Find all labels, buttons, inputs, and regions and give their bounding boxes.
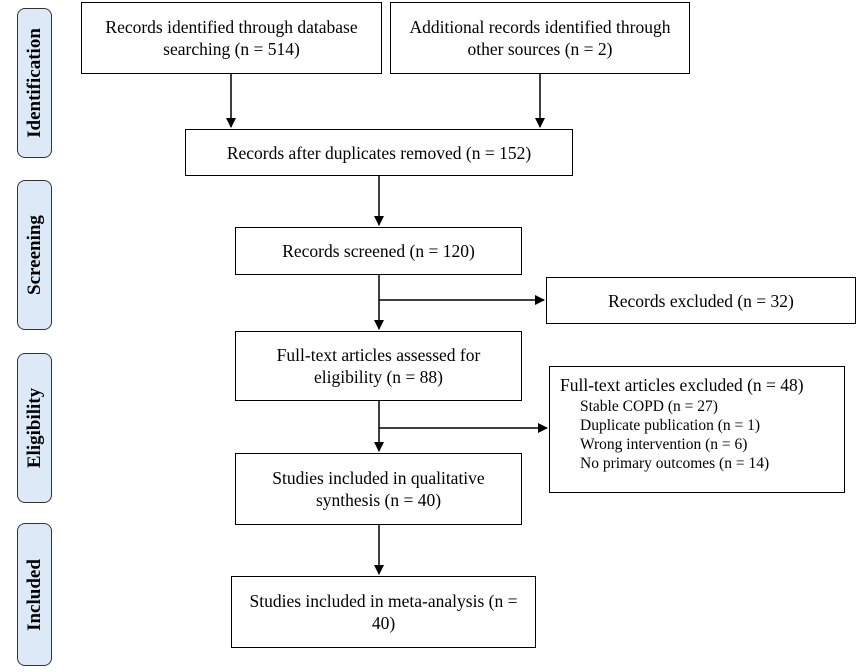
box-database-records-text: Records identified through database sear… [105, 17, 358, 59]
stage-eligibility-label: Eligibility [23, 387, 45, 469]
box-other-sources-text: Additional records identified through ot… [409, 17, 671, 59]
box-meta-analysis-text: Studies included in meta-analysis (n = 4… [249, 591, 518, 633]
exclusion-reason: No primary outcomes (n = 14) [580, 455, 770, 472]
box-records-screened: Records screened (n = 120) [235, 227, 522, 275]
box-qualitative-synthesis-text: Studies included in qualitative synthesi… [272, 468, 485, 510]
box-after-duplicates-text: Records after duplicates removed (n = 15… [226, 142, 532, 163]
box-records-excluded-text: Records excluded (n = 32) [608, 290, 794, 311]
box-fulltext-assessed-text: Full-text articles assessed for eligibil… [276, 345, 481, 387]
box-records-excluded: Records excluded (n = 32) [546, 277, 856, 324]
stage-included: Included [17, 523, 52, 666]
exclusion-reason: Wrong intervention (n = 6) [580, 436, 748, 453]
box-meta-analysis: Studies included in meta-analysis (n = 4… [231, 576, 536, 648]
exclusion-reason: Stable COPD (n = 27) [580, 398, 718, 415]
stage-identification: Identification [17, 8, 52, 158]
stage-identification-label: Identification [23, 28, 45, 138]
box-after-duplicates: Records after duplicates removed (n = 15… [185, 129, 573, 176]
stage-included-label: Included [23, 558, 45, 631]
box-qualitative-synthesis: Studies included in qualitative synthesi… [235, 453, 522, 525]
fulltext-excluded-heading: Full-text articles excluded (n = 48) [560, 375, 804, 395]
box-records-screened-text: Records screened (n = 120) [282, 241, 475, 261]
exclusion-reason: Duplicate publication (n = 1) [580, 417, 761, 434]
box-database-records: Records identified through database sear… [81, 2, 382, 74]
box-other-sources: Additional records identified through ot… [390, 2, 690, 74]
exclusion-reasons-list: Stable COPD (n = 27) Duplicate publicati… [560, 397, 834, 473]
box-fulltext-assessed: Full-text articles assessed for eligibil… [235, 331, 522, 401]
stage-eligibility: Eligibility [17, 353, 52, 503]
stage-screening: Screening [17, 180, 52, 330]
stage-screening-label: Screening [23, 215, 45, 295]
box-fulltext-excluded: Full-text articles excluded (n = 48) Sta… [549, 366, 845, 493]
